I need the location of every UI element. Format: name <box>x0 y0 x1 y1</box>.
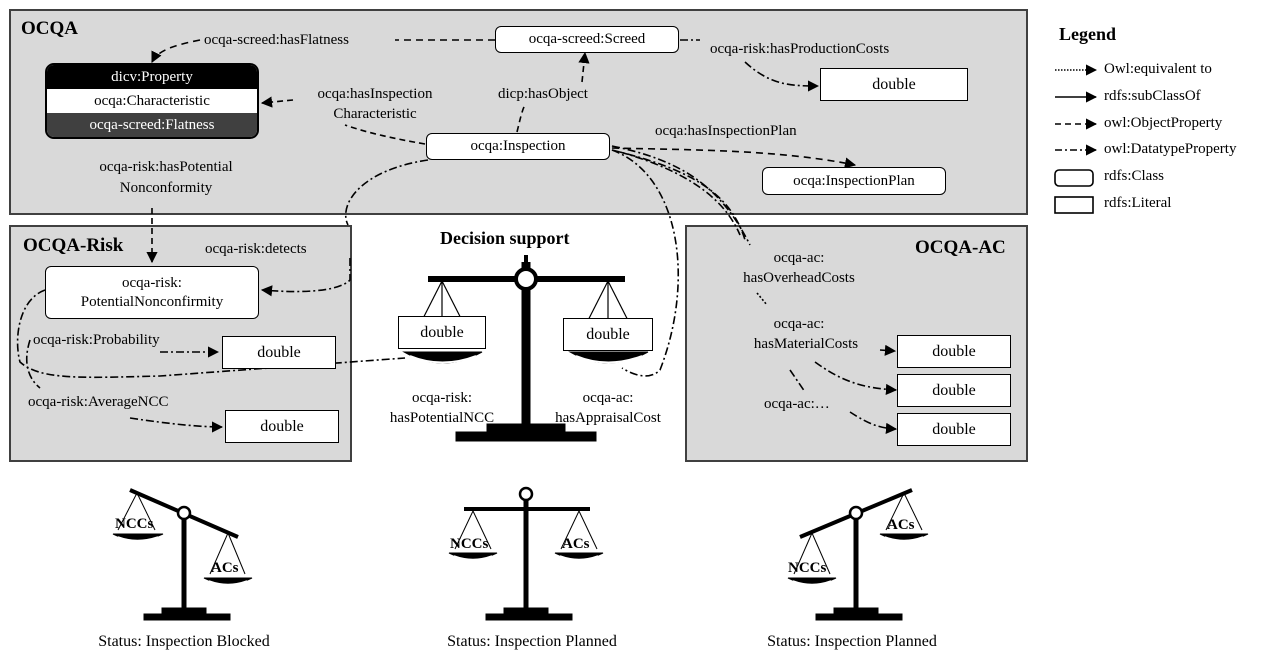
label-probability: ocqa-risk:Probability <box>33 332 160 348</box>
scale2-status: Status: Inspection Planned <box>447 633 617 650</box>
label-has-potential-ncc-1: ocqa-risk: <box>412 390 472 406</box>
small-scale-balanced <box>448 486 604 621</box>
edge-has-object-2 <box>578 51 590 83</box>
label-overhead-2: hasOverheadCosts <box>743 270 855 286</box>
stack-property: dicv:Property <box>47 65 257 89</box>
ocqa-risk-panel-title: OCQA-Risk <box>23 235 124 256</box>
double-ac-2: double <box>897 374 1011 407</box>
inspection-plan-node: ocqa:InspectionPlan <box>762 167 946 195</box>
nonconformity-node: ocqa-risk: PotentialNonconfirmity <box>45 266 259 319</box>
edge-has-insp-char-2 <box>344 124 426 145</box>
edge-risk-loop-2 <box>25 339 41 389</box>
edge-average-ncc <box>129 417 224 433</box>
legend-datatype-property: owl:DatatypeProperty <box>1104 141 1237 157</box>
edge-detects <box>260 258 351 297</box>
edge-more-to-double <box>849 411 898 434</box>
ocqa-panel-title: OCQA <box>21 18 78 39</box>
double-ac-1: double <box>897 335 1011 368</box>
double-appraisal-cost: double <box>563 318 653 351</box>
label-has-inspection-plan: ocqa:hasInspectionPlan <box>655 123 797 139</box>
edge-overhead-costs <box>611 145 751 246</box>
stack-characteristic: ocqa:Characteristic <box>47 89 257 113</box>
label-average-ncc: ocqa-risk:AverageNCC <box>28 394 169 410</box>
label-has-appraisal-cost-2: hasAppraisalCost <box>555 410 661 426</box>
legend-class-box <box>1054 169 1094 187</box>
nonconformity-label-2: PotentialNonconfirmity <box>80 293 224 310</box>
label-has-object: dicp:hasObject <box>498 86 588 102</box>
label-overhead-1: ocqa-ac: <box>773 250 825 266</box>
edge-risk-loop <box>16 289 406 379</box>
edge-material-costs <box>879 344 897 356</box>
label-ac-more: ocqa-ac:… <box>764 396 830 412</box>
nonconformity-label-1: ocqa-risk: <box>122 274 182 291</box>
label-has-production-costs: ocqa-risk:hasProductionCosts <box>710 41 890 57</box>
label-has-potential-nc-2: Nonconformity <box>119 180 213 196</box>
edge-material-to-double <box>814 361 898 396</box>
double-ac-3: double <box>897 413 1011 446</box>
legend-equivalent: Owl:equivalent to <box>1104 61 1212 77</box>
label-has-appraisal-cost-1: ocqa-ac: <box>582 390 634 406</box>
scale2-left-pan-label: NCCs <box>450 536 489 552</box>
legend-subclass: rdfs:subClassOf <box>1104 88 1201 104</box>
edge-material-to-more <box>789 369 806 393</box>
edge-overhead-costs-2 <box>611 149 746 241</box>
legend-literal-box <box>1054 196 1094 214</box>
edge-detects-2 <box>344 159 429 226</box>
label-has-flatness: ocqa-screed:hasFlatness <box>204 32 349 48</box>
label-has-insp-char-2: Characteristic <box>333 106 417 122</box>
decision-support-title: Decision support <box>440 228 570 248</box>
double-average-ncc: double <box>225 410 339 443</box>
inspection-node: ocqa:Inspection <box>426 133 610 160</box>
double-potential-ncc: double <box>398 316 486 349</box>
ocqa-ac-panel-title: OCQA-AC <box>915 237 1006 258</box>
legend-class: rdfs:Class <box>1104 168 1164 184</box>
scale1-left-pan-label: NCCs <box>115 516 154 532</box>
double-production-costs: double <box>820 68 968 101</box>
edge-has-production-costs-2 <box>744 61 820 92</box>
edge-has-inspection-plan <box>611 147 857 169</box>
scale1-status: Status: Inspection Blocked <box>98 633 270 650</box>
stack-flatness: ocqa-screed:Flatness <box>47 113 257 137</box>
label-detects: ocqa-risk:detects <box>205 241 307 257</box>
scale3-left-pan-label: NCCs <box>788 560 827 576</box>
label-material-1: ocqa-ac: <box>773 316 825 332</box>
inspection-plan-label: ocqa:InspectionPlan <box>793 172 915 189</box>
legend-object-property: owl:ObjectProperty <box>1104 115 1223 131</box>
edge-overhead-to-material <box>756 292 768 306</box>
edge-has-object <box>516 104 526 133</box>
scale2-right-pan-label: ACs <box>562 536 590 552</box>
scale1-right-pan-label: ACs <box>211 560 239 576</box>
edge-overhead-costs-3 <box>619 151 741 236</box>
screed-node: ocqa-screed:Screed <box>495 26 679 53</box>
small-scale-blocked <box>112 488 253 621</box>
legend-title: Legend <box>1059 24 1117 44</box>
double-probability: double <box>222 336 336 369</box>
edge-has-insp-char <box>260 96 294 108</box>
edge-appraisal-cost <box>611 149 680 377</box>
edge-has-flatness-2 <box>151 39 201 64</box>
small-scale-right <box>787 488 929 621</box>
label-has-potential-nc-1: ocqa-risk:hasPotential <box>99 159 233 175</box>
label-material-2: hasMaterialCosts <box>753 336 859 352</box>
property-characteristic-flatness-stack: dicv:Property ocqa:Characteristic ocqa-s… <box>45 63 259 139</box>
legend-markers <box>1054 64 1098 214</box>
label-has-insp-char-1: ocqa:hasInspection <box>317 86 433 102</box>
legend-literal: rdfs:Literal <box>1104 195 1172 211</box>
scale3-right-pan-label: ACs <box>887 517 915 533</box>
scale3-status: Status: Inspection Planned <box>767 633 937 650</box>
label-has-potential-ncc-2: hasPotentialNCC <box>389 410 495 426</box>
